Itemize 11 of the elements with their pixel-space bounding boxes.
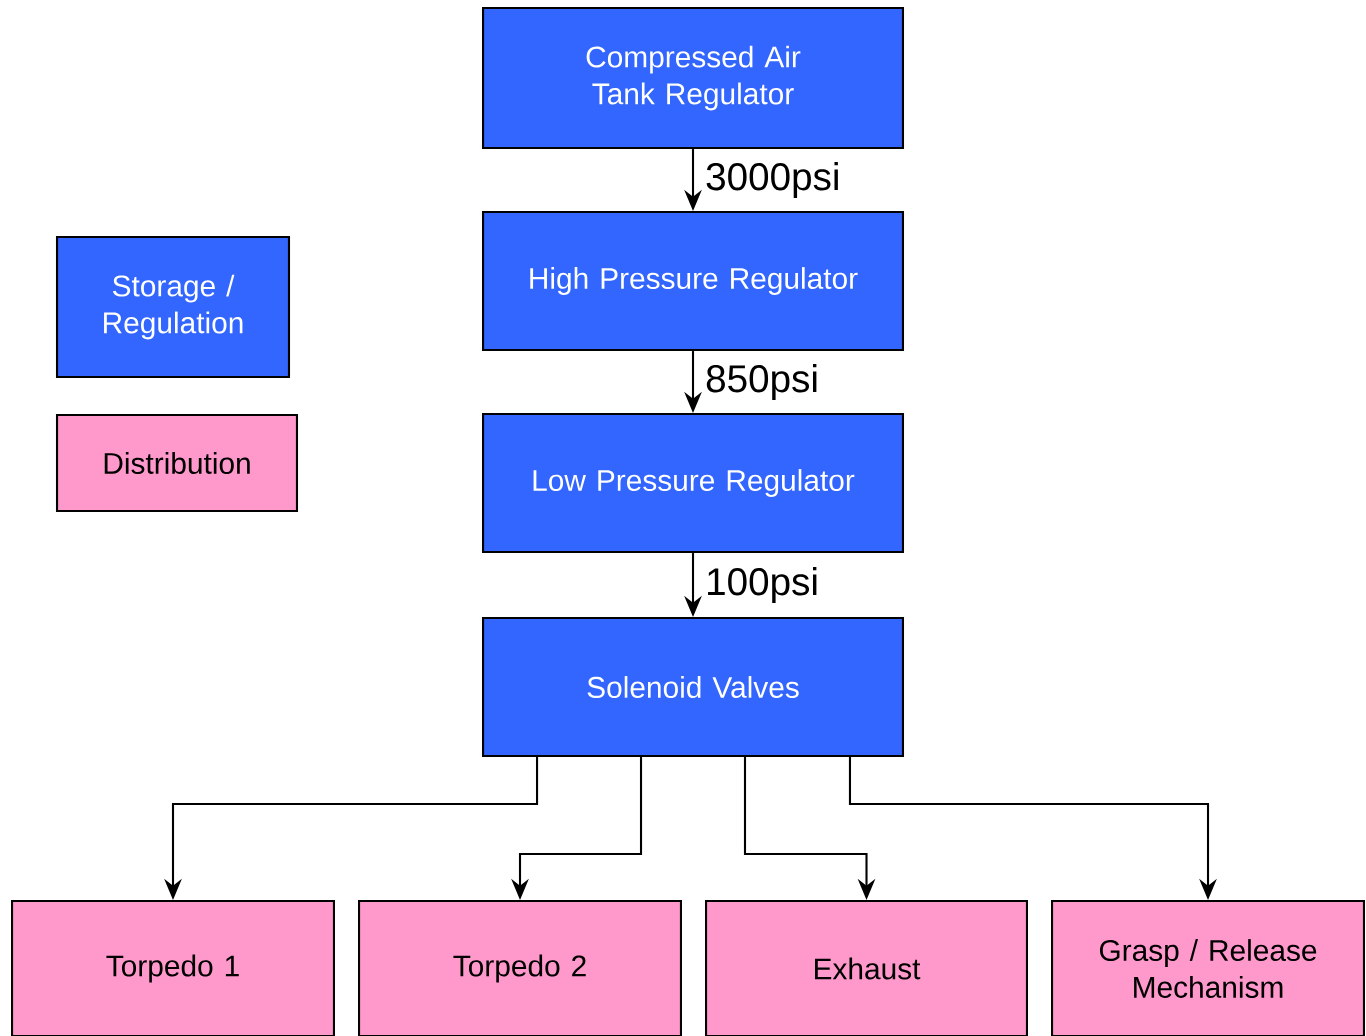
regulator-box: High Pressure Regulator xyxy=(482,210,905,352)
regulator-box: Compressed Air Tank Regulator xyxy=(482,6,905,150)
distribution-box: Torpedo 2 xyxy=(358,899,683,1036)
distribution-box: Grasp / Release Mechanism xyxy=(1051,899,1366,1036)
distribution-box: Exhaust xyxy=(705,899,1029,1036)
edge-label: 3000psi xyxy=(703,160,843,200)
edge-label: 100psi xyxy=(703,565,821,605)
regulator-box: Low Pressure Regulator xyxy=(482,412,905,554)
distribution-box: Torpedo 1 xyxy=(11,899,336,1036)
edge-label: 850psi xyxy=(703,362,821,402)
regulator-box: Solenoid Valves xyxy=(482,616,905,758)
